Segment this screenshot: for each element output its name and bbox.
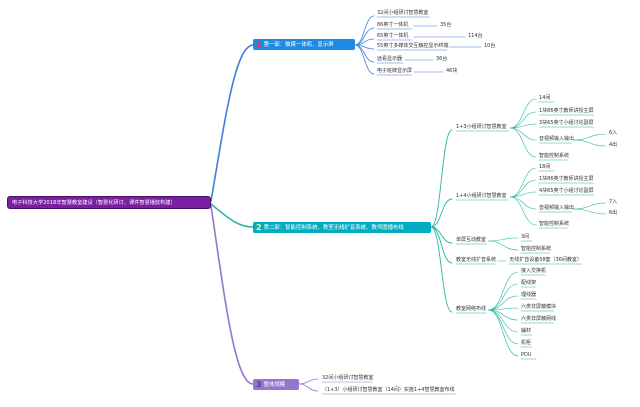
branch-2-item[interactable]: 辅材 [521,328,532,334]
branch-2-number: 2 [256,223,262,232]
branch-2-item[interactable]: 14间 [539,95,551,101]
branch-2-item[interactable]: 智能控制系统 [521,246,552,252]
branch-2-item-link [510,167,537,198]
branch-2-item-link [510,127,537,158]
branch-2-child-link [573,133,607,141]
branch-2-link [430,226,453,264]
branch-2-item[interactable]: 六类非屏蔽模块 [521,304,557,310]
branch-1-label: 第一部：触摸一体机、显示屏 [263,42,334,48]
branch-3-item[interactable]: （1+3）小组研讨智慧教室（14间）实施1+4智慧教室布线 [322,387,455,393]
branch-2-item-link [510,98,537,129]
branch-2-item[interactable]: PDU [521,352,532,358]
branch-1-item[interactable]: 电子班牌显示屏 [377,68,413,74]
branch-2-item[interactable]: 智能控制系统 [539,221,570,227]
branch-3-link [298,378,319,385]
branch-2-item[interactable]: 音视频输入输出 [539,205,575,211]
branch-3-label: 整体规模 [263,382,286,388]
branch-2-item-link [488,240,519,251]
branch-3-item[interactable]: 32间小组研讨智慧教室 [322,375,374,381]
branch-2-item[interactable]: 配线架 [521,280,537,286]
branch-1-item[interactable]: 远看显示器 [377,56,403,62]
branch-1-item[interactable]: 86英寸一体机 [377,22,409,28]
root-topic-label: 电子科技大学2018年智慧教室建设（智慧化研讨、课件智慧播放构建） [12,200,176,206]
branch-2-group-5[interactable]: 教室网络布线 [456,306,487,312]
trunk-branch-2 [210,203,254,228]
branch-2-group-1[interactable]: 1+3小组研讨智慧教室 [456,124,507,130]
branch-1-item[interactable]: 65英寸一体机 [377,33,409,39]
branch-2-child-link [573,139,607,147]
branch-2-item-link [510,179,537,198]
branch-2-item-link [510,127,537,141]
branch-2-item-link [488,307,519,311]
branch-2-child-item[interactable]: 6入 [609,130,618,136]
branch-2-item[interactable]: 音视频输入输出 [539,136,575,142]
branch-2-item-link [510,196,537,226]
branch-2-item[interactable]: 3间 [521,234,530,240]
branch-2-item-link [488,295,519,311]
branch-2-label: 第二部：智能控制系统、教室无线扩音系统、教师图播布线 [263,225,404,231]
branch-2-item[interactable]: 3块65英寸小组讨论副屏 [539,120,594,126]
branch-2-child-item[interactable]: 7入 [609,199,618,205]
branch-2-group-2[interactable]: 1+4小组研讨智慧教室 [456,193,507,199]
branch-2-item[interactable]: 接入交换机 [521,268,547,274]
branch-1-item[interactable]: 32间小组研讨智慧教室 [377,10,429,16]
branch-3-number: 3 [256,380,262,389]
branch-1-number: 1 [256,40,262,49]
branch-2-child-link [573,208,607,215]
branch-2-item-link [510,196,537,210]
branch-2-item[interactable]: 1块86英寸教师讲授主屏 [539,108,594,114]
branch-1-link [354,44,375,75]
branch-2-group-4[interactable]: 教室无线扩音系统 [456,257,497,263]
branch-2-item-link [488,271,519,311]
branch-2-item-link [510,111,537,129]
branch-1-item[interactable]: 55英寸多媒体交互触控显示终端 [377,43,449,49]
branch-2-item[interactable]: 无线扩音设备58套（36间教室） [509,257,582,263]
branch-1-item-value[interactable]: 46块 [446,68,458,74]
root-topic[interactable]: 电子科技大学2018年智慧教室建设（智慧化研讨、课件智慧播放构建） [7,196,211,209]
branch-2-link [430,198,453,228]
branch-2-item[interactable]: 机柜 [521,340,532,346]
branch-2-item[interactable]: 1块86英寸教师讲授主屏 [539,176,594,182]
branch-2-link [430,129,453,228]
branch-2-group-3[interactable]: 单屏互动教室 [456,237,487,243]
branch-2-item[interactable]: 18间 [539,164,551,170]
branch-2-item-link [488,309,519,357]
branch-2-item-link [488,283,519,311]
branch-2-item-link [488,237,519,242]
branch-2-item[interactable]: 六类非屏蔽网线 [521,316,557,322]
branch-1-item-value[interactable]: 36台 [436,56,448,62]
branch-2-item[interactable]: 4块65英寸小组讨论副屏 [539,188,594,194]
trunk-branch-3 [210,205,254,385]
branch-2-child-item[interactable]: 4出 [609,142,618,148]
branch-1-item-value[interactable]: 35台 [440,22,452,28]
branch-2-item[interactable]: 智能控制系统 [539,153,570,159]
branch-1-item-value[interactable]: 10台 [484,43,496,49]
branch-3-link [298,383,319,392]
branch-2-child-item[interactable]: 6出 [609,210,618,216]
branch-2-item-link [488,309,519,333]
branch-2-link [430,226,453,313]
branch-2-item-link [510,191,537,198]
branch-2-child-link [573,202,607,210]
branch-2-item-link [510,123,537,129]
trunk-branch-1 [210,44,254,202]
branch-1-item-value[interactable]: 114台 [468,33,483,39]
branch-2-item[interactable]: 理线器 [521,292,537,298]
branch-1-link [354,15,375,46]
